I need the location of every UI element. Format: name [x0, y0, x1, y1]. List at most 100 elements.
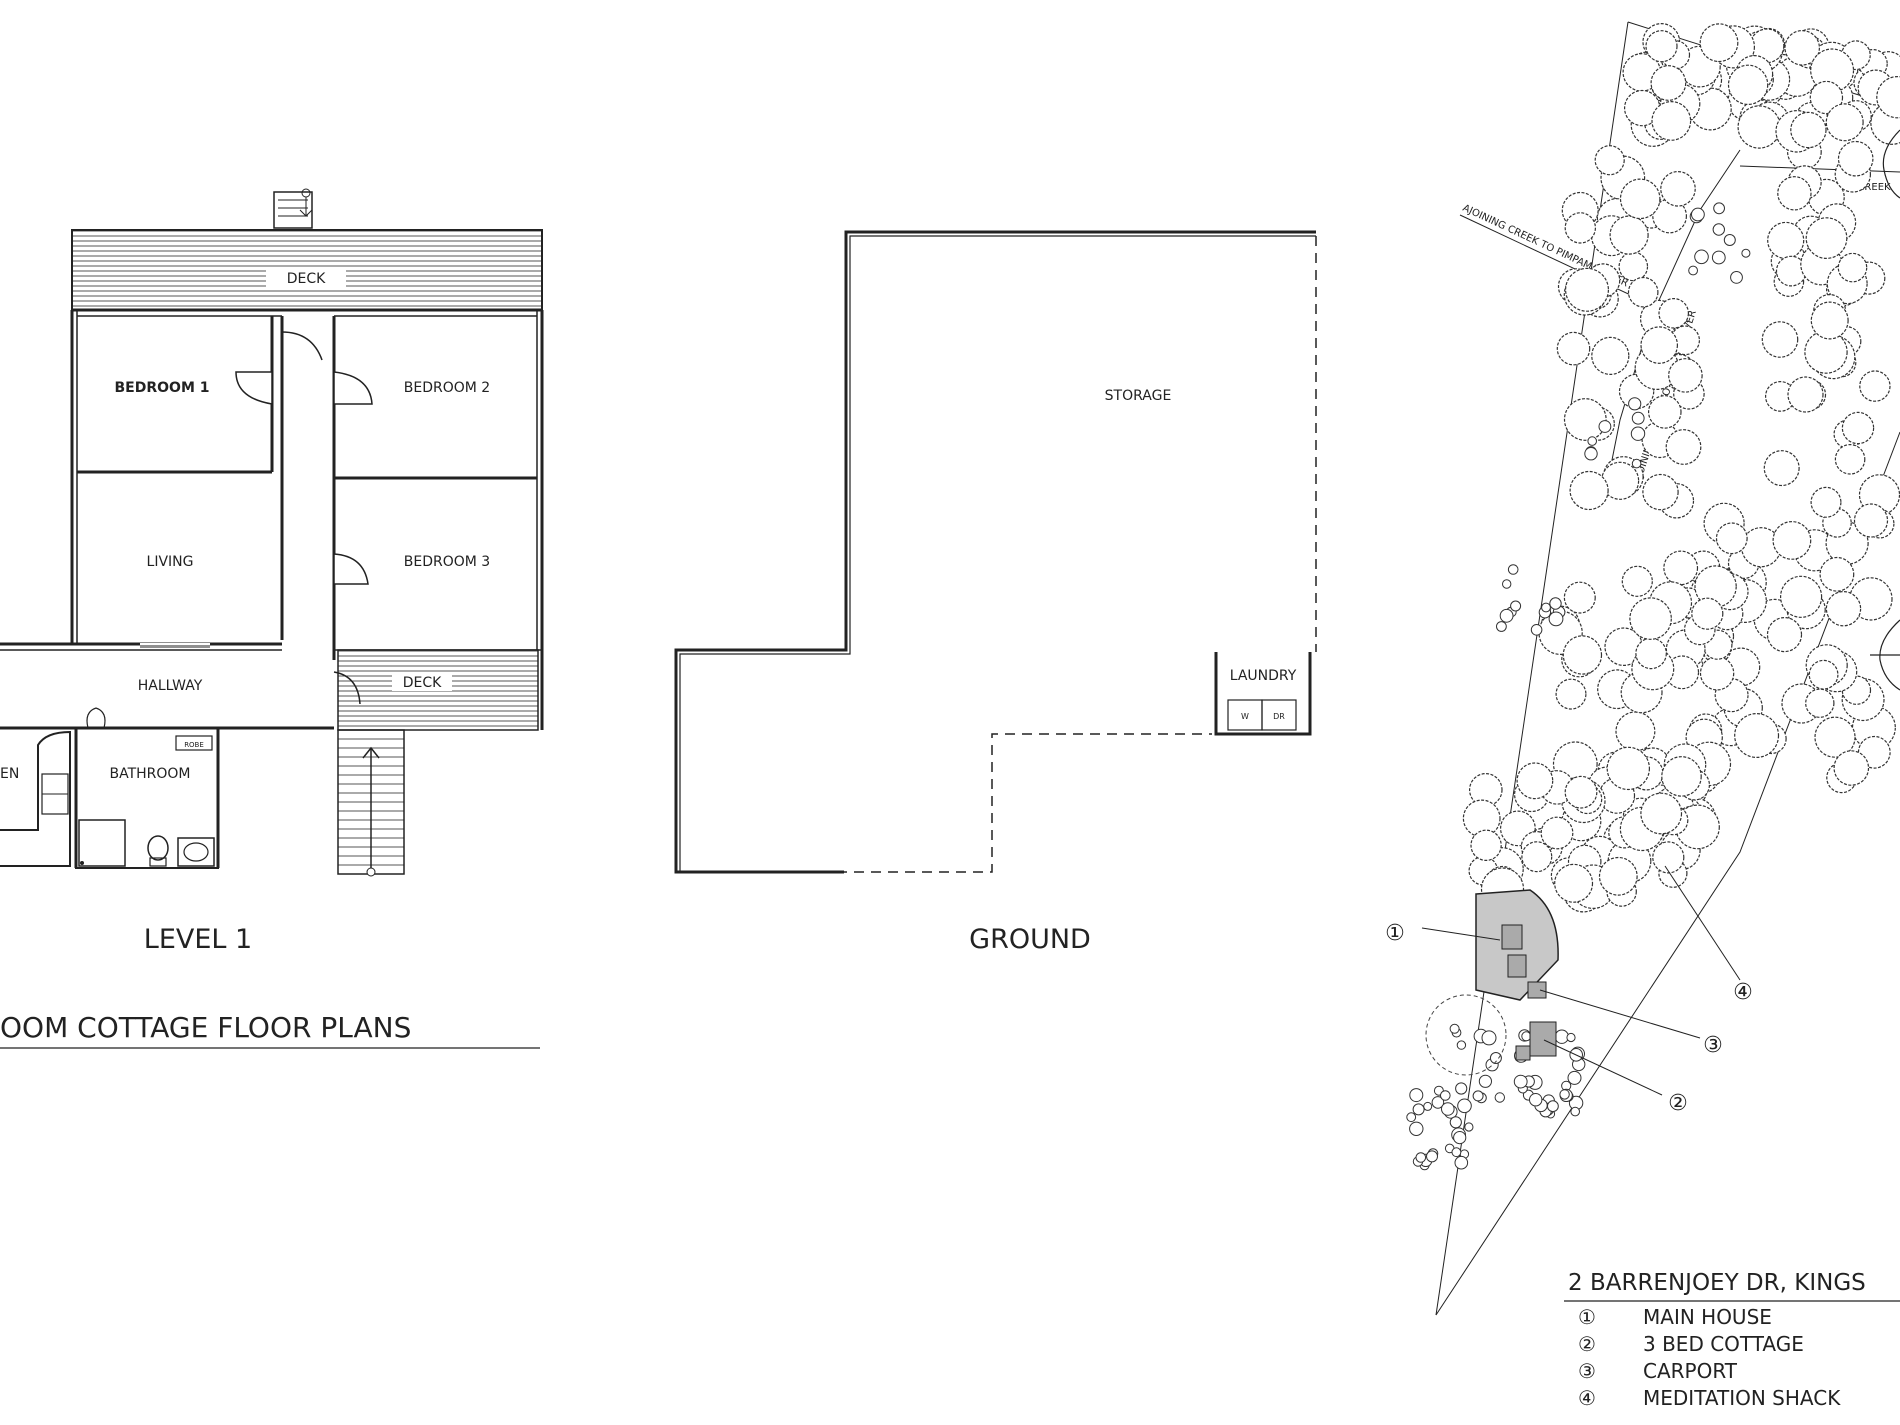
plan-title: OOM COTTAGE FLOOR PLANS: [0, 1011, 411, 1044]
tree-icon: [1825, 591, 1862, 627]
tree-icon: [1516, 762, 1554, 800]
tree-icon: [1609, 215, 1649, 255]
toilet: [147, 835, 169, 861]
shrub-icon: [1541, 602, 1551, 613]
ground-outline: [674, 230, 1316, 874]
tree-icon: [1564, 267, 1609, 312]
tree-icon: [1837, 252, 1868, 283]
shrub-icon: [1510, 600, 1522, 612]
shrub-icon: [1456, 1040, 1467, 1050]
shrub-icon: [1566, 1032, 1576, 1043]
tree-icon: [1648, 395, 1682, 429]
tree-icon: [1660, 171, 1696, 207]
tree-icon: [1777, 176, 1812, 211]
tree-icon: [1658, 297, 1689, 329]
laundry-label: LAUNDRY: [1230, 668, 1297, 684]
site-address: 2 BARRENJOEY DR, KINGS: [1568, 1270, 1866, 1296]
tree-icon: [1808, 659, 1839, 690]
shrub-icon: [1559, 1089, 1570, 1100]
tree-icon: [1699, 23, 1739, 63]
shrub-icon: [1415, 1152, 1427, 1163]
shrub-icon: [1431, 1096, 1445, 1109]
shrub-icon: [1489, 1052, 1502, 1064]
shrub-icon: [1406, 1112, 1417, 1123]
legend-num: ④: [1578, 1386, 1596, 1410]
legend-num: ①: [1578, 1305, 1596, 1329]
tree-icon: [1841, 411, 1875, 445]
tree-icon: [1853, 503, 1889, 538]
level1-plan: DECK DECK: [0, 188, 544, 955]
shrub-icon: [1507, 564, 1519, 575]
shrub-icon: [1628, 397, 1642, 411]
shrub-icon: [1549, 597, 1562, 610]
tree-icon: [1615, 711, 1656, 752]
tree-icon: [1763, 450, 1800, 487]
shrub-icon: [1472, 1090, 1484, 1102]
shrub-icon: [1713, 202, 1725, 215]
svg-text:W: W: [1241, 712, 1249, 721]
bedroom1-door: [235, 371, 273, 405]
storage-label: STORAGE: [1105, 388, 1172, 404]
tree-icon: [1670, 325, 1700, 356]
robe: [175, 735, 213, 751]
tree-icon: [1837, 140, 1874, 177]
hallway-label: HALLWAY: [138, 678, 203, 694]
tree-icon: [1642, 473, 1679, 511]
tree-icon: [1598, 856, 1638, 896]
side-deck: [337, 649, 539, 731]
shrub-icon: [1502, 579, 1512, 589]
living-label: LIVING: [147, 554, 194, 570]
tree-icon: [1734, 712, 1780, 758]
tree-icon: [1668, 358, 1703, 393]
shrub-icon: [1567, 1070, 1582, 1085]
tree-icon: [1663, 550, 1699, 586]
tree-icon: [1629, 597, 1672, 640]
site-plan: AJOINING CREEK TO PIMPAMA RIVER AJOINING…: [1385, 21, 1900, 1316]
bedroom3-label: BEDROOM 3: [404, 554, 490, 570]
vanity: [177, 837, 215, 867]
shrub-icon: [1494, 1092, 1506, 1103]
tree-icon: [1805, 688, 1835, 718]
shrub-icon: [1464, 1122, 1474, 1132]
shrub-icon: [1529, 1093, 1543, 1107]
shrub-icon: [1723, 234, 1736, 246]
tree-icon: [1635, 637, 1667, 670]
hall-door-top: [281, 331, 323, 361]
svg-text:ROBE: ROBE: [184, 741, 204, 749]
deck-side-label: DECK: [403, 675, 442, 691]
tree-icon: [1804, 330, 1848, 374]
tree-icon: [1766, 616, 1803, 653]
shrub-icon: [1530, 624, 1543, 636]
shrub-icon: [1730, 271, 1743, 284]
callout-4: ④: [1733, 980, 1753, 1005]
tree-icon: [1564, 775, 1598, 809]
shrub-icon: [1631, 458, 1642, 469]
shrub-icon: [1496, 621, 1507, 632]
tree-icon: [1562, 635, 1603, 675]
tree-icon: [1761, 321, 1799, 358]
shrub-icon: [1409, 1088, 1424, 1103]
tree-icon: [1540, 816, 1574, 850]
deck-top-label: DECK: [287, 271, 326, 287]
shrub-icon: [1457, 1098, 1472, 1114]
shrub-icon: [1587, 436, 1597, 446]
shrub-icon: [1441, 1102, 1455, 1116]
bedroom1-label: BEDROOM 1: [115, 380, 210, 396]
tree-icon: [1699, 656, 1735, 691]
tree-icon: [1715, 522, 1748, 555]
legend-label: 3 BED COTTAGE: [1643, 1332, 1804, 1356]
ground-dashed-outline: [684, 733, 1212, 873]
shrub-icon: [1478, 1074, 1493, 1088]
shrub-icon: [1712, 223, 1726, 236]
shrub-icon: [1741, 248, 1751, 258]
laundry: [1214, 652, 1312, 736]
cottage: [1529, 1021, 1557, 1057]
tree-icon: [1790, 111, 1827, 149]
shrub-icon: [1688, 265, 1698, 276]
shrub-icon: [1449, 1023, 1460, 1034]
shrub-icon: [1513, 1074, 1528, 1089]
tree-canopy: [1406, 23, 1900, 1171]
tree-icon: [1619, 178, 1661, 220]
shrub-icon: [1499, 608, 1514, 623]
shrub-icon: [1453, 1131, 1467, 1145]
